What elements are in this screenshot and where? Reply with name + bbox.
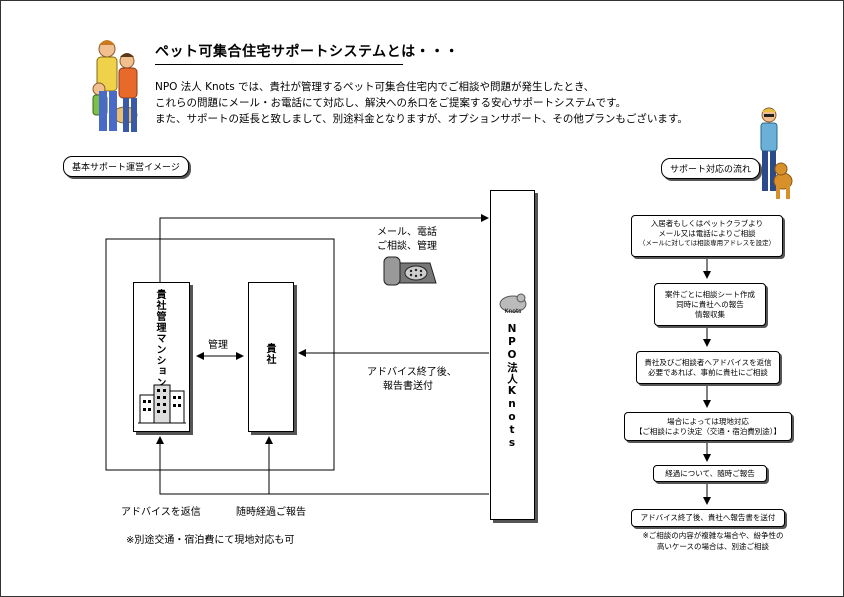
npo-box: Knots NPO法人Knots [490,190,535,520]
phone-icon [383,256,437,286]
flow-step-6: アドバイス終了後、貴社へ報告書を送付 [631,509,785,527]
flow-step-2: 案件ごとに相談シート作成同時に貴社への報告情報収集 [654,283,766,326]
mail-arrow [159,214,489,282]
family-illustration [92,40,138,132]
flow-footnote-2: 高いケースの場合は、別途ご相談 [656,541,770,551]
mail-label-2: ご相談、管理 [377,241,437,252]
title-underline [155,64,403,65]
company-box: 貴社 [248,282,294,432]
flow-footnote: ※ご相談の内容が複雑な場合や、紛争性の 高いケースの場合は、別途ご相談 [637,531,789,552]
flow-step-4: 場合によっては現地対応【ご相談により決定（交通・宿泊費別途）】 [624,412,792,441]
onsite-note: ※別途交通・宿泊費にて現地対応も可 [126,535,295,546]
intro-line-2: これらの問題にメール・お電話にて対応し、解決への糸口をご提案する安心サポートシス… [155,97,627,109]
flow-title: サポート対応の流れ [661,158,761,179]
mansion-label: 貴社管理マンション [154,289,165,388]
advice-label-2: 報告書送付 [383,381,433,392]
logo-text: Knots [505,308,522,315]
building-icon [138,384,186,424]
knots-logo: Knots [499,293,527,315]
return-label: アドバイスを返信 [121,507,201,518]
intro-line-3: また、サポートの延長と致しまして、別途料金となりますが、オプションサポート、その… [155,113,688,125]
mansion-box: 貴社管理マンション [133,282,190,432]
page-title: ペット可集合住宅サポートシステムとは・・・ [155,44,460,60]
man-with-dog-illustration [760,107,793,199]
section-label: 基本サポート運営イメージ [63,156,189,177]
intro-line-1: NPO 法人 Knots では、貴社が管理するペット可集合住宅内でご相談や問題が… [155,81,595,93]
progress-label: 随時経過ご報告 [236,507,306,518]
flow-step-1: 入居者もしくはペットクラブよりメール又は電話によりご相談（メールに対しては相談専… [631,215,783,257]
client-area-frame [105,238,335,471]
company-label: 貴社 [264,343,275,365]
flow-footnote-1: ※ご相談の内容が複雑な場合や、紛争性の [642,531,784,540]
flow-step-3: 貴社及びご相談者へアドバイスを返信必要であれば、事前に貴社にご相談 [636,351,780,384]
npo-label: NPO法人Knots [506,323,518,450]
flow-step-5: 経過について、随時ご報告 [653,465,767,482]
mail-label-1: メール、電話 [377,227,437,238]
manage-label: 管理 [208,340,228,351]
advice-label-1: アドバイス終了後、 [367,367,457,378]
return-arrow [156,436,489,495]
